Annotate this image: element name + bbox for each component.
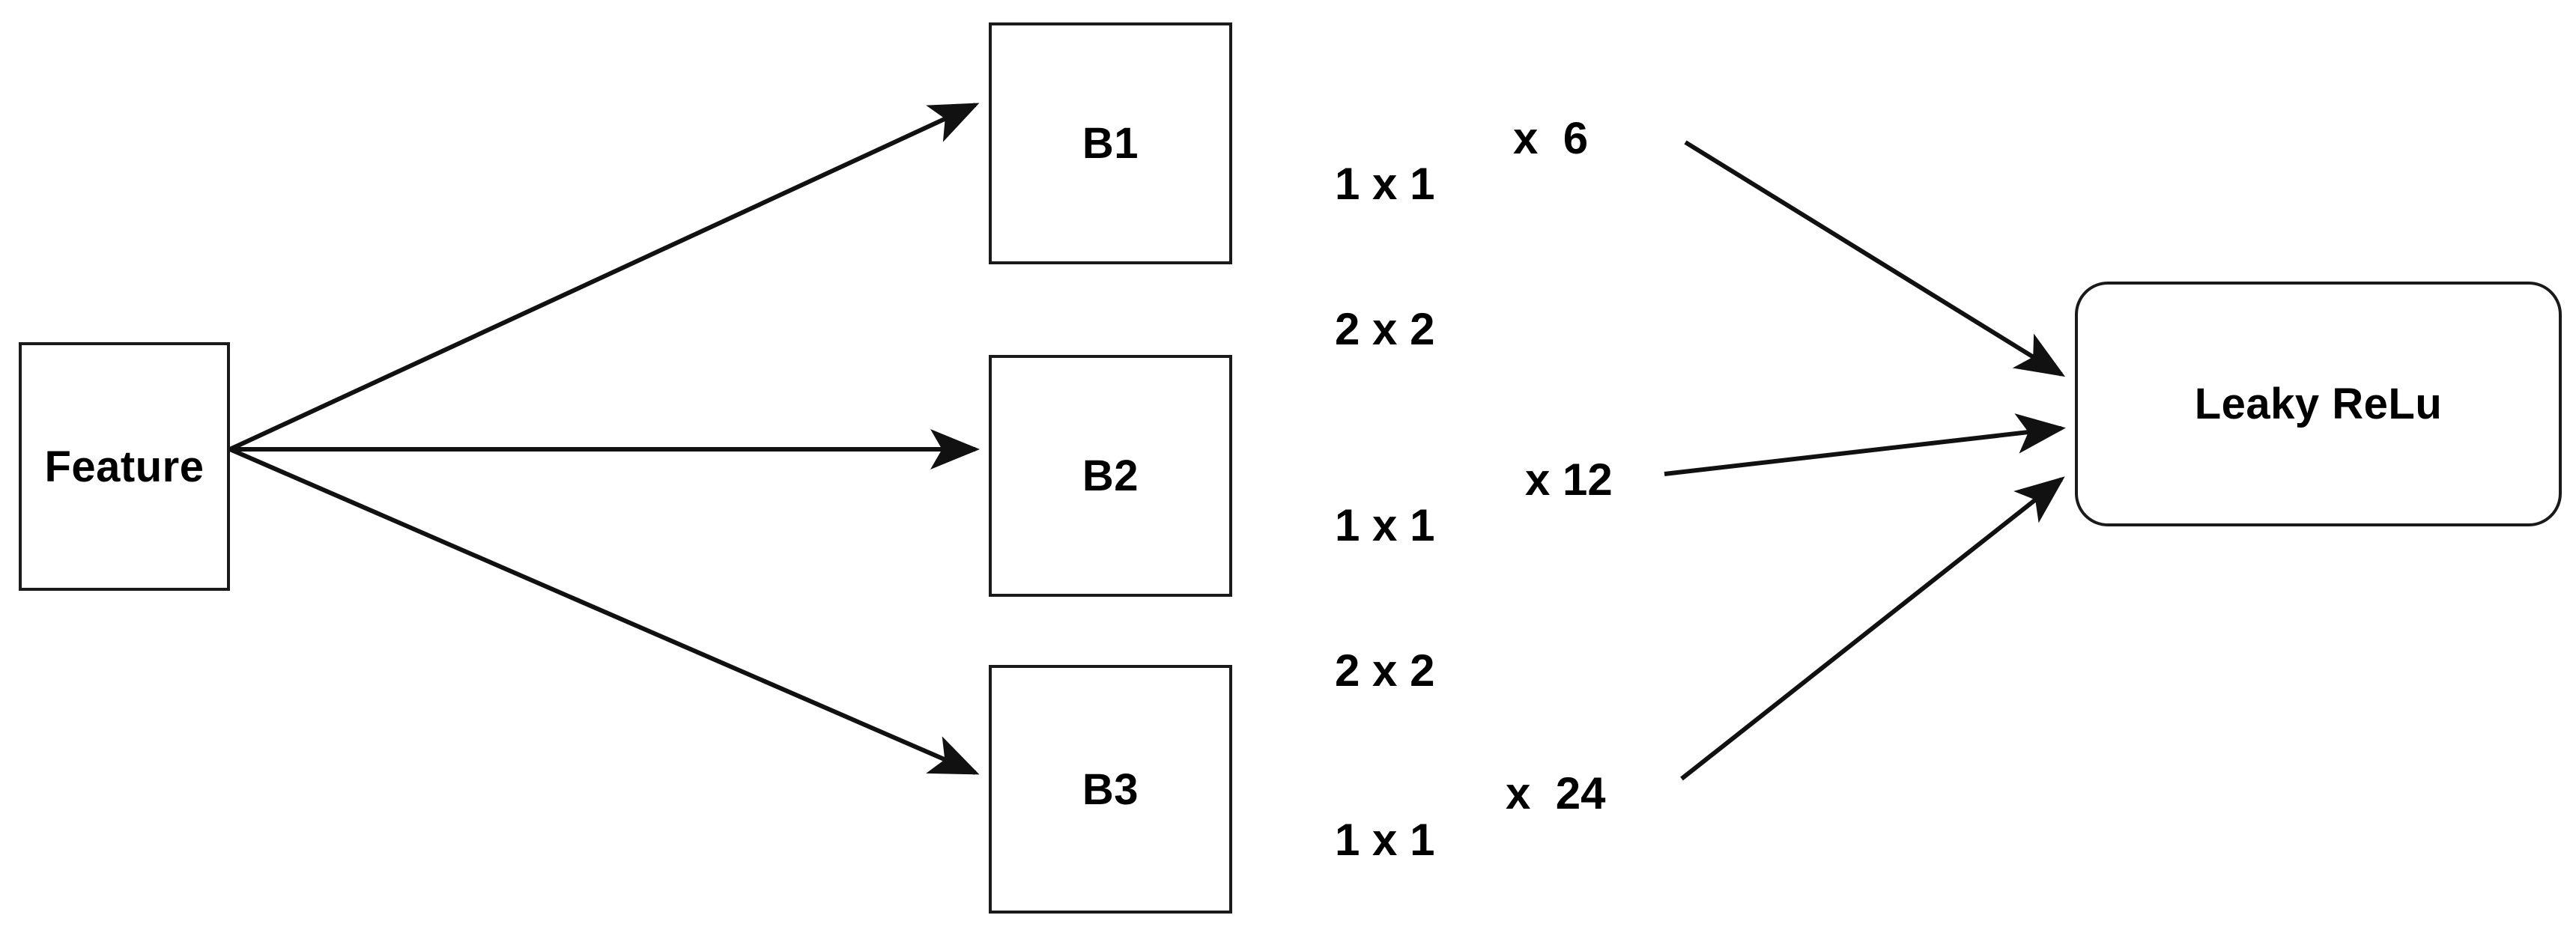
kernel-line-2-b2: 2 x 2 — [1335, 645, 1435, 696]
kernel-line-1-b3: 1 x 1 — [1335, 814, 1435, 865]
edge-branch1-to-relu — [1684, 140, 2066, 377]
multiplier-label-b1: x 6 — [1513, 113, 1589, 163]
kernel-annotation-b2: 1 x 1 2 x 2 — [1335, 404, 1434, 792]
edge-feature-to-b1 — [228, 103, 980, 452]
branch-node-b1-label: B1 — [1082, 119, 1139, 168]
branch-node-b2-label: B2 — [1082, 452, 1139, 500]
kernel-annotation-b1: 1 x 1 2 x 2 — [1335, 63, 1434, 451]
branch-node-b3-label: B3 — [1082, 765, 1139, 814]
leaky-relu-node-label: Leaky ReLu — [2194, 380, 2443, 428]
feature-node[interactable]: Feature — [19, 342, 230, 591]
branch-node-b2[interactable]: B2 — [989, 355, 1232, 597]
kernel-line-2-b1: 2 x 2 — [1335, 303, 1435, 354]
multiplier-label-b2: x 12 — [1525, 455, 1613, 505]
branch-node-b3[interactable]: B3 — [989, 665, 1232, 914]
leaky-relu-node[interactable]: Leaky ReLu — [2075, 282, 2562, 526]
kernel-line-1-b1: 1 x 1 — [1335, 158, 1435, 209]
edge-feature-to-b3 — [228, 447, 980, 775]
kernel-annotation-b3: 1 x 1 2 x 2 — [1335, 719, 1434, 930]
branch-node-b1[interactable]: B1 — [989, 22, 1232, 264]
feature-node-label: Feature — [44, 442, 204, 491]
multiplier-label-b3: x 24 — [1506, 768, 1606, 818]
kernel-line-1-b2: 1 x 1 — [1335, 499, 1435, 550]
edge-branch2-to-relu — [1664, 413, 2066, 476]
edge-branch3-to-relu — [1680, 476, 2065, 781]
